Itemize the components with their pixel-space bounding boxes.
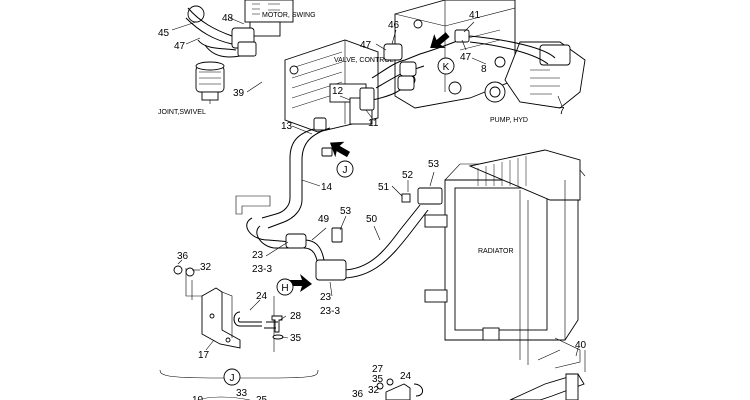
callout-23-3-upper: 23-3 [252,264,272,275]
hose-fittings [285,29,470,281]
callout-41: 41 [469,10,481,21]
leader-lines [171,17,579,357]
callout-32-bottom: 32 [368,385,380,396]
callout-47-engine: 47 [460,52,472,63]
callout-46: 46 [388,20,400,31]
callout-7: 7 [559,106,565,117]
callout-51: 51 [378,182,390,193]
callout-23-3-lower: 23-3 [320,306,340,317]
bracket-17-detail [173,265,284,352]
view-marker-j-bottom: J [223,368,241,386]
callout-17: 17 [198,350,210,361]
view-marker-j-top-letter: J [343,165,348,176]
callout-36-bottom: 36 [352,389,364,400]
callout-33: 33 [236,388,248,399]
callout-35-left: 35 [290,333,302,344]
callout-23-upper: 23 [252,250,264,261]
callout-8: 8 [481,64,487,75]
bracket-40-illustration [509,350,586,400]
callout-53-clamp: 53 [340,206,352,217]
callout-numbers: 45 48 47 39 12 13 11 46 47 41 47 8 7 14 … [158,10,587,400]
view-marker-h-letter: H [281,283,288,294]
callout-14: 14 [321,182,333,193]
callout-52: 52 [402,170,414,181]
view-marker-h: H [276,274,312,296]
callout-12: 12 [332,86,344,97]
callout-10: 10 [192,395,204,400]
view-marker-j-top: J [329,141,354,178]
callout-39: 39 [233,88,245,99]
valve-control-label: VALVE, CONTROL [334,57,394,64]
hydraulic-pump-illustration [469,35,586,109]
callout-28: 28 [290,311,302,322]
control-valve-illustration [284,39,379,133]
bracket-bottom-detail [197,378,423,400]
callout-40: 40 [575,340,587,351]
callout-53-radiator: 53 [428,159,440,170]
callout-11: 11 [368,118,379,129]
motor-swing-label: MOTOR, SWING [262,12,316,19]
view-marker-k-letter: K [443,62,450,73]
joint-swivel-label: JOINT,SWIVEL [158,109,206,116]
swivel-joint-illustration [195,61,225,104]
hose-routing [235,35,471,279]
callout-47: 47 [174,41,186,52]
callout-48: 48 [222,13,234,24]
callout-50: 50 [366,214,378,225]
swing-motor-illustration [185,0,294,58]
view-marker-k: K [430,32,455,75]
callout-23-lower: 23 [320,292,332,303]
callout-36-left: 36 [177,251,189,262]
view-marker-j-bottom-letter: J [230,373,235,384]
callout-35-bottom: 35 [372,374,384,385]
callout-45: 45 [158,28,170,39]
callout-24-bottom: 24 [400,371,412,382]
callout-24-left: 24 [256,291,268,302]
callout-32-left: 32 [200,262,212,273]
callout-27: 27 [372,364,384,375]
callout-49: 49 [318,214,330,225]
pump-hyd-label: PUMP, HYD [490,117,528,124]
radiator-illustration [424,149,586,369]
callout-25: 25 [256,395,268,400]
radiator-label: RADIATOR [478,248,514,255]
callout-13: 13 [281,121,293,132]
callout-47-valve: 47 [360,40,372,51]
